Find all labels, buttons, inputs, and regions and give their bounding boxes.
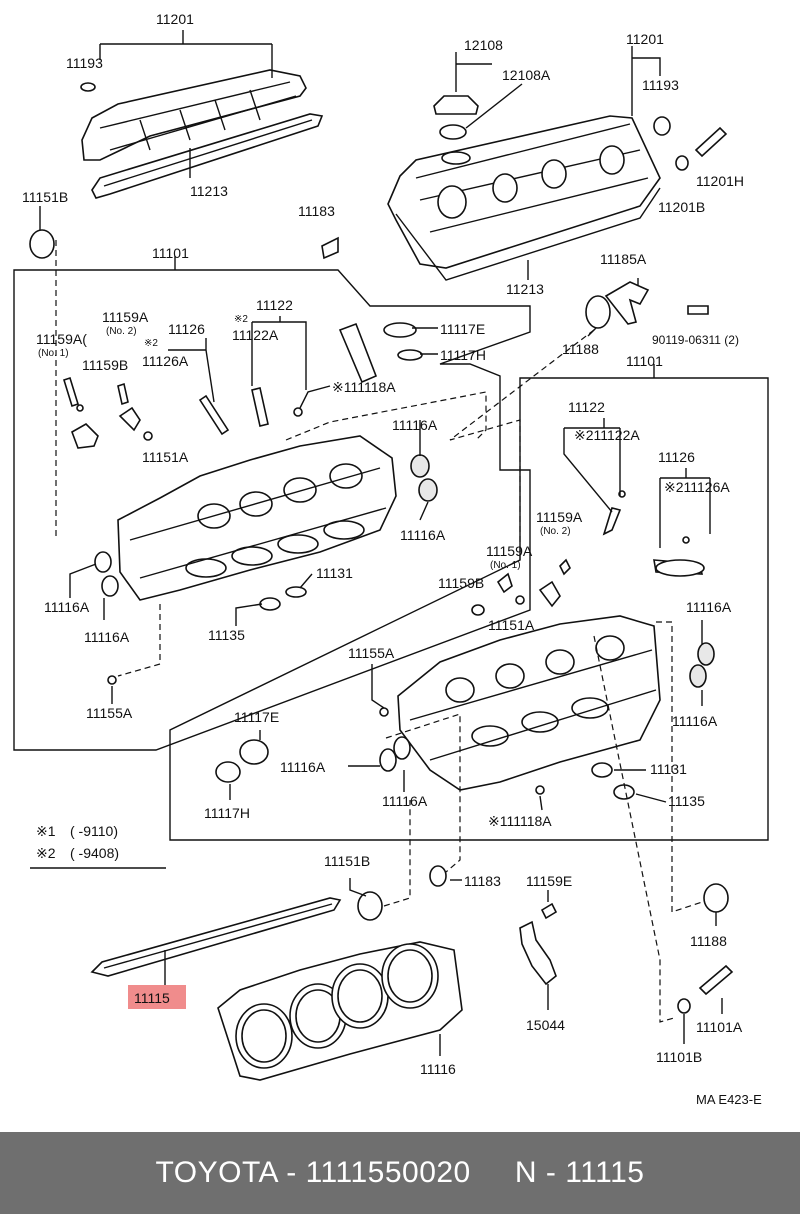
cylinder-head-right bbox=[397, 615, 661, 791]
label-11201b: 11201B bbox=[658, 199, 705, 215]
label-11135-right: 11135 bbox=[668, 793, 705, 809]
label-11131-right: 11131 bbox=[650, 761, 687, 777]
valve-cover-left bbox=[80, 69, 324, 199]
label-111118a-bottom: ※111118A bbox=[488, 813, 552, 829]
label-11188-bottom: 11188 bbox=[690, 933, 727, 949]
highlight-box bbox=[128, 985, 186, 1009]
label-11122-right: 11122 bbox=[568, 399, 605, 415]
label-11117e-top: 11117E bbox=[440, 321, 485, 337]
label-11159a-no1-left: 11159A( bbox=[36, 331, 87, 347]
legend-range-2: ( -9408) bbox=[70, 845, 119, 861]
label-11122-left: 11122 bbox=[256, 297, 293, 313]
label-11151b-bottom: 11151B bbox=[324, 853, 370, 869]
label-11155a-left: 11155A bbox=[86, 705, 133, 721]
label-11115: 11115 bbox=[134, 990, 170, 1006]
label-11185a: 11185A bbox=[600, 251, 647, 267]
label-lines-top-left bbox=[39, 30, 273, 232]
label-11101a: 11101A bbox=[696, 1019, 743, 1035]
label-11126a-left: 11126A bbox=[142, 353, 189, 369]
seal-11151b bbox=[29, 229, 55, 259]
group-box-11101-left bbox=[13, 269, 531, 751]
label-11213-left: 11213 bbox=[190, 183, 228, 199]
label-11117e-bottom: 11117E bbox=[234, 709, 279, 725]
label-no2-right: (No. 2) bbox=[540, 526, 571, 537]
label-11126-right: 11126 bbox=[658, 449, 695, 465]
valve-cover-right bbox=[387, 95, 728, 281]
legend-mark-2: ※2 bbox=[36, 845, 56, 861]
label-11116a-1: 11116A bbox=[392, 417, 438, 433]
label-11159b-left: 11159B bbox=[82, 357, 128, 373]
label-no2-left: (No. 2) bbox=[106, 326, 137, 337]
footer-part-number: TOYOTA - 1111550020 N - 11115 bbox=[155, 1156, 645, 1189]
label-11116a-8: 11116A bbox=[382, 793, 428, 809]
label-lines-top-right bbox=[455, 46, 661, 280]
label-12108a: 12108A bbox=[502, 67, 551, 83]
label-11126a-right: ※211126A bbox=[664, 479, 730, 495]
label-11101-right: 11101 bbox=[626, 353, 663, 369]
small-parts-left bbox=[63, 236, 438, 685]
label-11131-left: 11131 bbox=[316, 565, 353, 581]
label-11201h: 11201H bbox=[696, 173, 744, 189]
small-parts-right bbox=[215, 281, 715, 800]
footer-bar: TOYOTA - 1111550020 N - 11115 bbox=[0, 1132, 800, 1214]
label-11213-right: 11213 bbox=[506, 281, 544, 297]
label-11116a-7: 11116A bbox=[280, 759, 326, 775]
legend-mark-1: ※1 bbox=[36, 823, 56, 839]
label-11122a-left: 11122A bbox=[232, 327, 279, 343]
label-11116a-3: 11116A bbox=[44, 599, 90, 615]
head-gasket-11116 bbox=[217, 941, 463, 1081]
leader-lines-right bbox=[229, 278, 711, 1023]
label-11116a-6: 11116A bbox=[672, 713, 718, 729]
label-11116a-2: 11116A bbox=[400, 527, 446, 543]
cylinder-head-left bbox=[117, 435, 397, 601]
legend-range-1: ( -9110) bbox=[70, 823, 118, 839]
label-11193-right: 11193 bbox=[642, 77, 679, 93]
label-11126a-mark-left: ※2 bbox=[144, 338, 158, 349]
part-labels: 11201 11193 11213 11151B 12108 12108A 11… bbox=[22, 11, 762, 1107]
label-11126-left: 11126 bbox=[168, 321, 205, 337]
label-12108: 12108 bbox=[464, 37, 503, 53]
label-11135-left: 11135 bbox=[208, 627, 245, 643]
head-gasket-11115 bbox=[90, 897, 342, 1009]
label-90119: 90119-06311 (2) bbox=[652, 333, 739, 347]
label-11183-bottom: 11183 bbox=[464, 873, 501, 889]
legend: ※1 ( -9110) ※2 ( -9408) bbox=[30, 823, 166, 869]
label-11159e: 11159E bbox=[526, 873, 572, 889]
label-11159a-no2-right: 11159A bbox=[536, 509, 583, 525]
label-11117h-bottom: 11117H bbox=[204, 805, 250, 821]
label-11159a-no2-left: 11159A bbox=[102, 309, 149, 325]
label-11193-left: 11193 bbox=[66, 55, 103, 71]
label-11201-left: 11201 bbox=[156, 11, 194, 27]
label-11159b-right: 11159B bbox=[438, 575, 484, 591]
label-11116a-4: 11116A bbox=[84, 629, 130, 645]
label-no1-left: (No. 1) bbox=[38, 348, 69, 359]
label-111118a-top: ※111118A bbox=[332, 379, 396, 395]
label-11151a-left: 11151A bbox=[142, 449, 189, 465]
label-11101b: 11101B bbox=[656, 1049, 702, 1065]
label-11201-right: 11201 bbox=[626, 31, 664, 47]
bottom-small-parts bbox=[349, 800, 734, 1044]
leader-lines-left bbox=[69, 316, 487, 704]
label-11116a-5: 11116A bbox=[686, 599, 732, 615]
label-11116: 11116 bbox=[420, 1061, 456, 1077]
drawing-code: MA E423-E bbox=[696, 1092, 762, 1107]
label-11101-left: 11101 bbox=[152, 245, 189, 261]
label-11183-top: 11183 bbox=[298, 203, 335, 219]
label-11117h-top: 11117H bbox=[440, 347, 486, 363]
label-15044: 15044 bbox=[526, 1017, 565, 1033]
parts-diagram: ※1 ( -9110) ※2 ( -9408) bbox=[13, 11, 769, 1107]
label-11122a-right: ※211122A bbox=[574, 427, 640, 443]
label-11155a-right: 11155A bbox=[348, 645, 395, 661]
label-11122a-mark-left: ※2 bbox=[234, 314, 248, 325]
label-no1-right: (No. 1) bbox=[490, 560, 521, 571]
label-11151a-right: 11151A bbox=[488, 617, 535, 633]
label-11159a-no1-right: 11159A bbox=[486, 543, 533, 559]
label-11151b-top: 11151B bbox=[22, 189, 68, 205]
label-11188-top: 11188 bbox=[562, 341, 599, 357]
